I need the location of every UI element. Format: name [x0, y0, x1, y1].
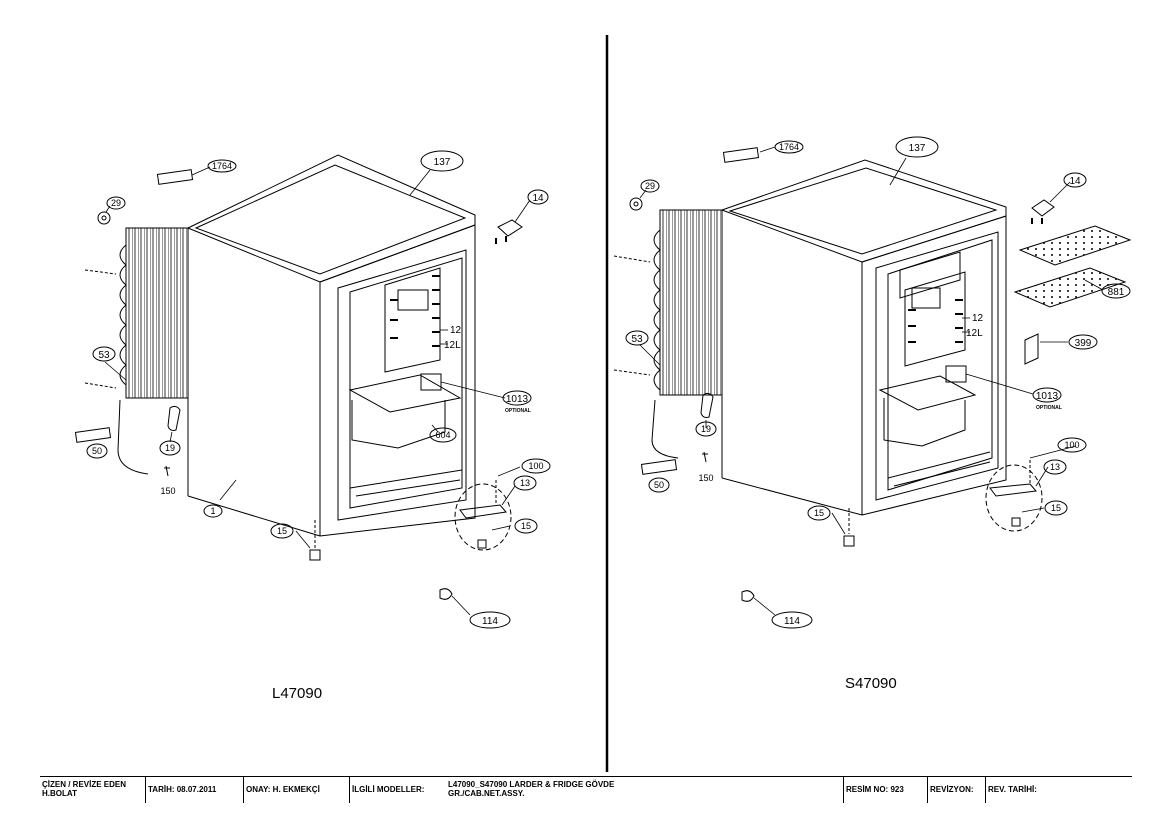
drawn-by-cell: ÇİZEN / REVİZE EDEN H.BOLAT: [40, 777, 146, 803]
approval-cell: ONAY: H. EKMEKÇİ: [244, 777, 350, 803]
callout-150-left: 150: [160, 486, 175, 496]
model-name-right: S47090: [845, 675, 897, 692]
callout-604-left: 604: [435, 430, 450, 440]
callout-19-right: 19: [701, 424, 711, 434]
callout-15b-right: 15: [814, 508, 824, 518]
callout-53-left: 53: [98, 350, 110, 361]
model-name-left: L47090: [272, 685, 322, 702]
callout-150-right: 150: [698, 473, 713, 483]
callout-1764-left: 1764: [212, 161, 232, 171]
right-view-labels: 137 1764 29 14 12 12L 881 399 53 1013 OP…: [631, 142, 1124, 692]
drawn-by-label: ÇİZEN / REVİZE EDEN: [42, 780, 127, 789]
callout-1764-right: 1764: [779, 142, 799, 152]
callout-137-right: 137: [909, 143, 926, 154]
callout-15a-right: 15: [1051, 503, 1061, 513]
left-view: [74, 150, 551, 629]
revision-date-cell: REV. TARİHİ:: [988, 785, 1037, 794]
callout-100-right: 100: [1064, 440, 1079, 450]
callout-bubbles: [86, 150, 551, 629]
title-block: ÇİZEN / REVİZE EDEN H.BOLAT TARİH: 08.07…: [40, 776, 1132, 803]
revision-cell: REVİZYON:: [928, 777, 986, 803]
callout-12-right: 12: [972, 313, 984, 324]
cabinet-body: [187, 154, 476, 537]
callout-14-left: 14: [532, 193, 544, 204]
callout-13-right: 13: [1050, 462, 1060, 472]
callout-881-right: 881: [1108, 287, 1125, 298]
cabinet-body: [721, 159, 1007, 516]
callout-bubbles: [625, 136, 1131, 629]
callout-114-left: 114: [482, 616, 498, 627]
models-line-1: L47090_S47090 LARDER & FRIDGE GÖVDE: [448, 780, 615, 789]
drawing-number-cell: RESİM NO: 923: [844, 777, 928, 803]
condenser-coil: [613, 209, 723, 459]
cabinet-interior: [878, 251, 991, 487]
date-cell: TARİH: 08.07.2011: [146, 777, 244, 803]
leader-lines: [639, 146, 1104, 616]
optional-note-right: OPTIONAL: [1036, 405, 1062, 411]
models-cell: L47090_S47090 LARDER & FRIDGE GÖVDE GR./…: [446, 777, 844, 803]
callout-1013-right: 1013: [1036, 391, 1059, 402]
left-view-labels: 137 1764 29 14 12 12L 53 1013 OPTIONAL 6…: [92, 157, 544, 702]
callout-19-left: 19: [165, 443, 175, 453]
callout-50-right: 50: [654, 480, 664, 490]
models-label-cell: İLGİLİ MODELLER:: [352, 785, 425, 794]
callout-1-left: 1: [210, 506, 215, 516]
callout-12l-left: 12L: [444, 340, 461, 351]
callout-100-left: 100: [528, 461, 543, 471]
callout-14-right: 14: [1069, 176, 1081, 187]
optional-note-left: OPTIONAL: [505, 408, 531, 414]
drawn-by-name: H.BOLAT: [42, 789, 77, 798]
callout-29-left: 29: [111, 198, 121, 208]
loose-parts: [629, 147, 1055, 602]
callout-15a-left: 15: [521, 521, 531, 531]
callout-399-right: 399: [1075, 338, 1092, 349]
callout-12l-right: 12L: [966, 328, 983, 339]
leader-lines: [104, 166, 531, 616]
wire-shelves: [1013, 225, 1132, 365]
callout-137-left: 137: [434, 157, 451, 168]
models-line-2: GR./CAB.NET.ASSY.: [448, 789, 525, 798]
condenser-coil: [84, 227, 189, 475]
cabinet-interior: [348, 267, 463, 497]
callout-29-right: 29: [645, 181, 655, 191]
callout-50-left: 50: [92, 446, 102, 456]
callout-1013-left: 1013: [506, 394, 529, 405]
callout-13-left: 13: [520, 478, 530, 488]
callout-15b-left: 15: [277, 526, 287, 536]
callout-53-right: 53: [631, 334, 643, 345]
callout-114-right: 114: [784, 616, 800, 627]
right-view: [613, 136, 1132, 629]
callout-12-left: 12: [450, 325, 462, 336]
loose-parts: [74, 169, 523, 600]
